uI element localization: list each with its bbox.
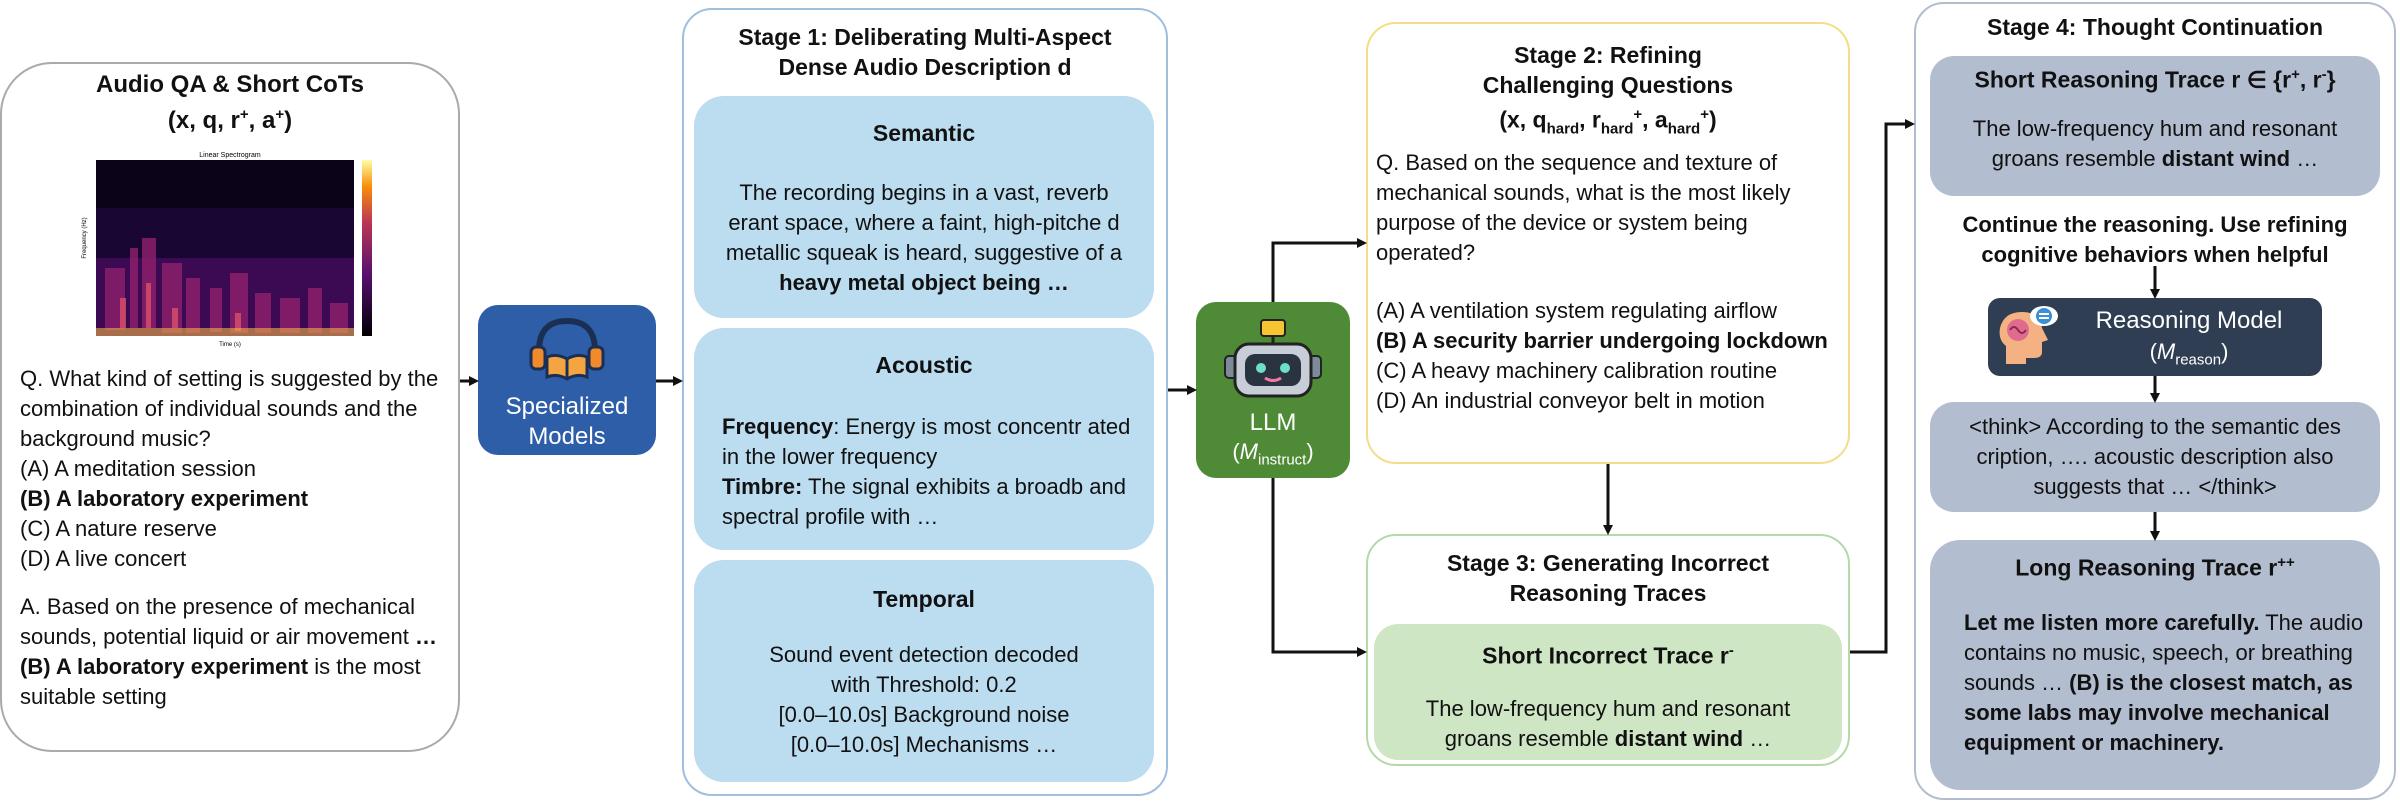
- audio-qa-options: (A) A meditation session (B) A laborator…: [20, 454, 450, 574]
- arrow-stage3-to-stage4: [1850, 119, 1915, 654]
- option-a: (A) A meditation session: [20, 456, 257, 481]
- arrow-llm-to-stage2: [1271, 238, 1367, 302]
- continue-instruction: Continue the reasoning. Use refining cog…: [1962, 212, 2348, 267]
- long-reasoning-trace-box: [1930, 540, 2380, 790]
- arrow-llm-to-stage3: [1271, 478, 1367, 657]
- short-incorrect-trace-text: The low-frequency hum and resonant groan…: [1425, 696, 1791, 751]
- stage3-panel: [1366, 534, 1850, 766]
- stage2-tuple: (x, qhard, rhard+, ahard+): [1499, 106, 1717, 138]
- short-incorrect-trace-title: Short Incorrect Trace r-: [1482, 642, 1734, 669]
- short-reasoning-trace-text: The low-frequency hum and resonant groan…: [1972, 116, 2338, 171]
- stage4-panel: [1914, 2, 2396, 800]
- audio-qa-tuple: (x, q, r+, a+): [167, 106, 293, 134]
- llm-model-label: (Minstruct): [1232, 439, 1314, 469]
- short-incorrect-trace-box: [1374, 624, 1842, 760]
- long-reasoning-trace-title: Long Reasoning Trace r++: [2015, 554, 2295, 581]
- semantic-text: The recording begins in a vast, reverb e…: [725, 180, 1123, 295]
- stage2-option-a: (A) A ventilation system regulating airf…: [1376, 298, 1778, 323]
- stage2-question: Q. Based on the sequence and texture of …: [1376, 150, 1791, 265]
- llm-label: LLM: [1249, 409, 1297, 436]
- temporal-box: [694, 560, 1154, 782]
- option-b: (B) A laboratory experiment: [20, 486, 309, 511]
- spectrogram-image: Linear Spectrogram Frequency (Hz) Time (…: [82, 152, 372, 348]
- think-text: <think> According to the semantic des cr…: [1969, 414, 2341, 499]
- temporal-heading: Temporal: [873, 586, 975, 612]
- stage2-option-c: (C) A heavy machinery calibration routin…: [1376, 358, 1778, 383]
- audio-qa-title: Audio QA & Short CoTs: [96, 71, 364, 98]
- brain-head-icon: [1999, 306, 2058, 364]
- stage2-option-b: (B) A security barrier undergoing lockdo…: [1376, 328, 1828, 353]
- reasoning-model-sub: (Mreason): [2149, 339, 2229, 369]
- acoustic-box: [694, 328, 1154, 550]
- stage2-options: (A) A ventilation system regulating airf…: [1376, 296, 1836, 416]
- spectrogram-ylabel: Frequency (Hz): [82, 217, 88, 258]
- acoustic-text: Frequency: Energy is most concentr ated …: [722, 414, 1131, 529]
- think-box: [1930, 402, 2380, 512]
- option-d: (D) A live concert: [20, 546, 187, 571]
- spectrogram-xlabel: Time (s): [219, 342, 241, 348]
- audio-qa-question: Q. What kind of setting is suggested by …: [20, 366, 439, 451]
- semantic-box: [694, 96, 1154, 318]
- semantic-heading: Semantic: [872, 120, 976, 146]
- stage2-option-d: (D) An industrial conveyor belt in motio…: [1376, 388, 1765, 413]
- stage2-panel: [1366, 22, 1850, 464]
- option-c: (C) A nature reserve: [20, 516, 217, 541]
- long-reasoning-trace-text: Let me listen more carefully. The audio …: [1964, 610, 2364, 755]
- reasoning-model-label: Reasoning Model: [2095, 307, 2283, 334]
- stage4-title: Stage 4: Thought Continuation: [1986, 14, 2323, 40]
- audio-qa-answer: A. Based on the presence of mechanical s…: [20, 594, 437, 709]
- short-reasoning-trace-box: [1930, 56, 2380, 196]
- short-reasoning-trace-title: Short Reasoning Trace r ∈ {r+, r-}: [1974, 66, 2336, 93]
- spectrogram-title: Linear Spectrogram: [199, 152, 261, 159]
- stage1-panel: [682, 8, 1168, 796]
- acoustic-heading: Acoustic: [875, 352, 973, 378]
- temporal-text: Sound event detection decoded with Thres…: [769, 642, 1079, 757]
- robot-icon: [1224, 319, 1322, 398]
- headphones-book-icon: [529, 317, 605, 381]
